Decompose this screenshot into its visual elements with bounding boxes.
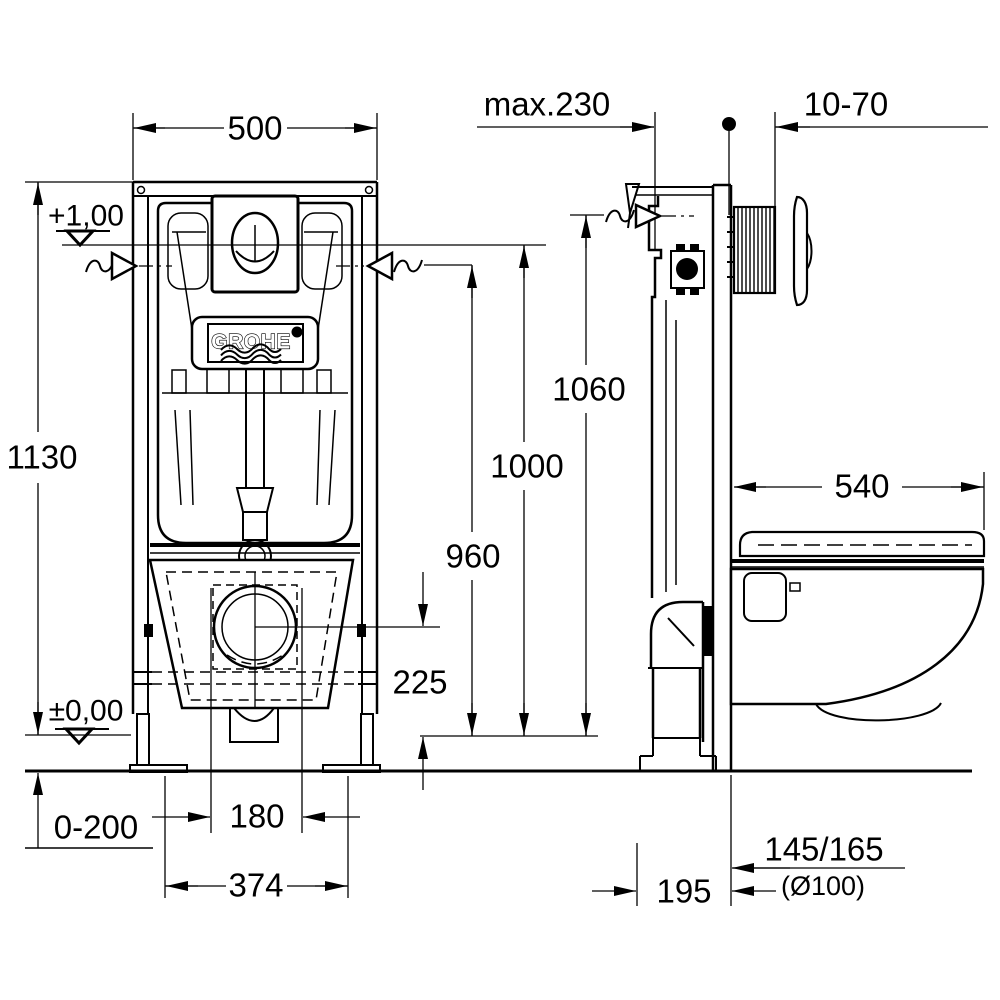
drain-cover-front: [229, 707, 279, 743]
toilet-bowl-side: [729, 530, 986, 722]
dimension-height-960: 960: [445, 265, 501, 736]
actuator-duct-hatched: [727, 205, 777, 295]
cistern-wing-left: [167, 212, 209, 290]
dim-10-70-label: 10-70: [804, 86, 888, 123]
dim-0-200-label: 0-200: [54, 809, 138, 846]
frame-screw-hole-right: [364, 185, 374, 195]
dimension-width-500: 500: [132, 110, 378, 180]
water-connection-icon: [676, 258, 698, 280]
frame-clip-left: [144, 624, 153, 637]
grohe-logo-text: GROHE: [211, 331, 291, 354]
dim-max230-label: max.230: [484, 86, 611, 123]
side-view: [624, 183, 986, 771]
dim-1060-label: 1060: [552, 371, 625, 408]
level-mark-upper: +1,00: [48, 200, 546, 248]
dimension-bolts-180: 180: [152, 588, 360, 835]
level-mark-zero: ±0,00: [25, 695, 131, 746]
section-line-side: [605, 203, 694, 229]
dim-145-165-label: 145/165: [764, 831, 883, 868]
dim-225-label: 225: [392, 664, 447, 701]
bowl-mount-pocket: [743, 572, 787, 622]
seat-lid-side: [738, 530, 986, 558]
cistern-wing-right: [301, 212, 343, 290]
dim-960-label: 960: [445, 538, 500, 575]
dimension-depth-540: 540: [734, 468, 985, 530]
level-triangle-icon: [62, 727, 96, 746]
dim-540-label: 540: [834, 468, 889, 505]
section-arrow-icon: [110, 250, 139, 282]
dim-1000-label: 1000: [490, 448, 563, 485]
dimension-floor-0-200: 0-200: [25, 773, 153, 849]
dimension-outlet-195: 195: [592, 775, 776, 910]
grohe-logo-plate: GROHE: [190, 315, 320, 371]
dim-180-label: 180: [229, 798, 284, 835]
bowl-outline-front: [148, 558, 355, 710]
wall-reference-point: [722, 117, 736, 215]
level-plus-label: +1,00: [48, 200, 124, 233]
frame-screw-hole-left: [136, 185, 146, 195]
frame-clip-right: [357, 624, 366, 637]
dim-1130-label: 1130: [7, 439, 78, 476]
level-triangle-icon: [63, 229, 97, 248]
flush-plate-side: [792, 195, 809, 307]
dim-195-label: 195: [656, 873, 711, 910]
dimension-height-1130: 1130: [7, 181, 133, 735]
dim-374-label: 374: [228, 867, 283, 904]
flush-button-oval: [230, 211, 280, 275]
wall-anchor-flag: [624, 183, 641, 214]
dimension-span-374: 374: [164, 776, 349, 904]
water-connection-box: [670, 250, 705, 289]
dimension-outlet-145-165: 145/165 (Ø100): [732, 831, 905, 901]
section-arrow-icon: [634, 203, 664, 229]
dim-500-label: 500: [227, 110, 282, 147]
dimension-outlet-225: 225: [255, 572, 448, 790]
dim-d100-label: (Ø100): [781, 871, 865, 901]
dimension-height-1060: 1060: [552, 214, 626, 736]
level-zero-label: ±0,00: [49, 695, 124, 728]
section-line-front: [85, 250, 472, 282]
section-arrow-icon: [365, 250, 394, 282]
cistern-profile-side: [647, 196, 663, 598]
dimension-max230: max.230: [477, 86, 656, 250]
dimension-10-70: 10-70: [774, 86, 988, 206]
reference-dot-icon: [722, 117, 736, 131]
outlet-elbow-side: [639, 600, 717, 771]
dimension-height-1000: 1000: [490, 245, 564, 736]
logo-dot-icon: [291, 326, 303, 338]
